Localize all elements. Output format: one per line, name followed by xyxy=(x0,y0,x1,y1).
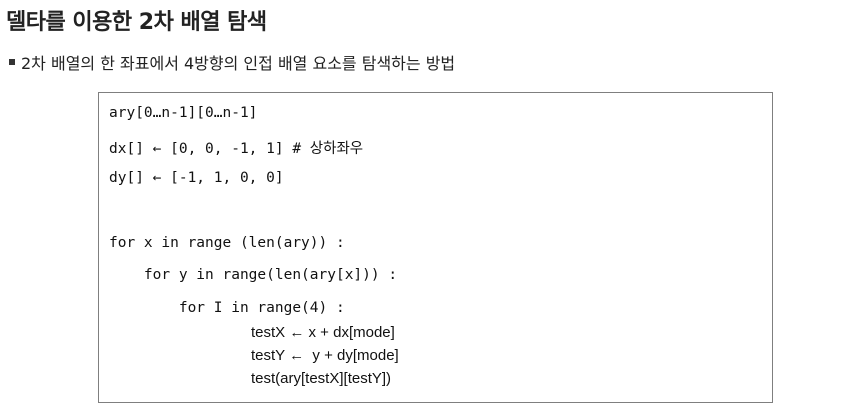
page-title: 델타를 이용한 2차 배열 탐색 xyxy=(6,10,267,35)
code-line-2: dx[] ← [0, 0, -1, 1] # 상하좌우 xyxy=(109,141,364,157)
code-line-5: for y in range(len(ary[x])) : xyxy=(109,267,398,283)
bullet-icon xyxy=(9,59,15,65)
code-line-1: ary[0…n-1][0…n-1] xyxy=(109,105,258,121)
description-text: 2차 배열의 한 좌표에서 4방향의 인접 배열 요소를 탐색하는 방법 xyxy=(21,54,456,73)
code-line-9: test(ary[testX][testY]) xyxy=(251,370,392,387)
code-line-3: dy[] ← [-1, 1, 0, 0] xyxy=(109,170,284,186)
code-line-8: testY ← y + dy[mode] xyxy=(251,347,399,364)
description-bullet: 2차 배열의 한 좌표에서 4방향의 인접 배열 요소를 탐색하는 방법 xyxy=(9,50,455,74)
code-block: ary[0…n-1][0…n-1] dx[] ← [0, 0, -1, 1] #… xyxy=(98,92,773,403)
code-line-7: testX ← x + dx[mode] xyxy=(251,324,395,341)
code-line-4: for x in range (len(ary)) : xyxy=(109,235,345,251)
code-line-6: for I in range(4) : xyxy=(109,300,345,316)
